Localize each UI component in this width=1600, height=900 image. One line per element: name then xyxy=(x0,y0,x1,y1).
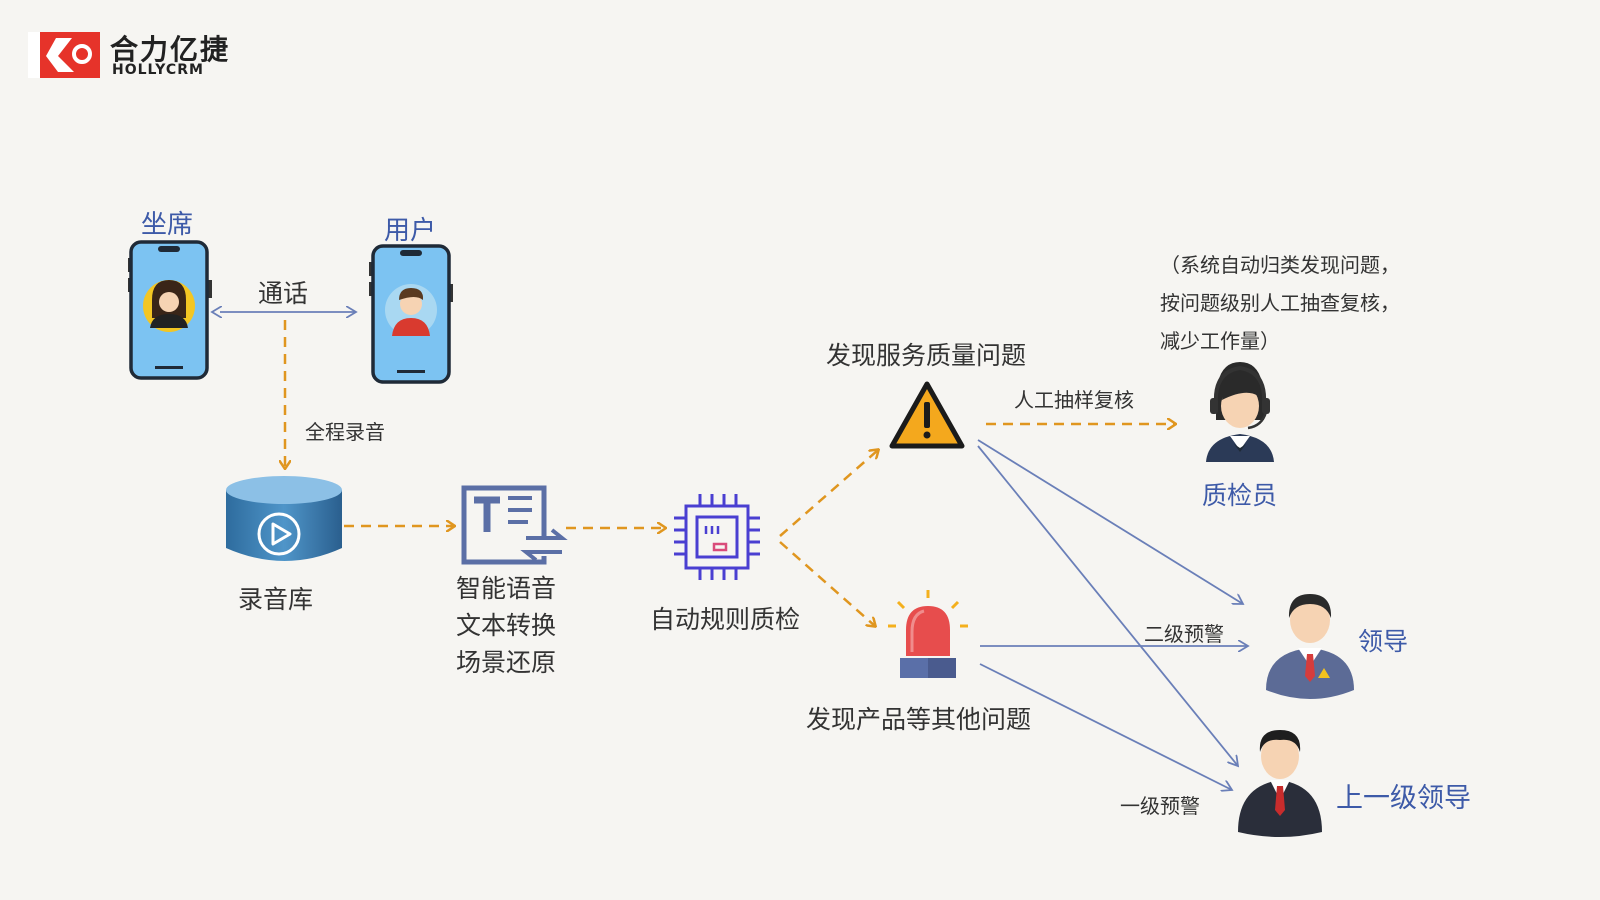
service-to-upper-leader-arrow xyxy=(977,445,1238,766)
speech-to-text-line-3: 场景还原 xyxy=(456,648,557,677)
note-line-3: 减少工作量） xyxy=(1160,329,1280,353)
note-text: （系统自动归类发现问题， 按问题级别人工抽查复核， 减少工作量） xyxy=(1160,246,1400,360)
note-line-2: 按问题级别人工抽查复核， xyxy=(1160,291,1400,315)
note-line-1: （系统自动归类发现问题， xyxy=(1160,253,1400,277)
full-recording-label: 全程录音 xyxy=(305,420,385,444)
speech-to-text-line-2: 文本转换 xyxy=(456,611,557,640)
service-to-leader-arrow xyxy=(977,439,1243,604)
call-label: 通话 xyxy=(258,279,309,308)
recording-library-label: 录音库 xyxy=(238,585,314,614)
leader-label: 领导 xyxy=(1358,627,1409,656)
speech-to-text-line-1: 智能语音 xyxy=(456,574,557,603)
logo: 合力亿捷 HOLLYCRM xyxy=(28,32,238,78)
inspector-label: 质检员 xyxy=(1202,481,1278,510)
user-label: 用户 xyxy=(384,216,437,246)
service-issue-label: 发现服务质量问题 xyxy=(826,341,1027,370)
product-issue-label: 发现产品等其他问题 xyxy=(806,705,1032,734)
level2-warning-label: 二级预警 xyxy=(1144,622,1224,646)
logo-mark-icon xyxy=(28,32,100,78)
agent-label: 坐席 xyxy=(141,210,194,240)
qc-to-service-arrow xyxy=(779,450,878,537)
product-to-upper-leader-arrow xyxy=(979,663,1232,790)
level1-warning-label: 一级预警 xyxy=(1120,794,1200,818)
qc-to-product-arrow xyxy=(779,541,875,626)
logo-name-en: HOLLYCRM xyxy=(112,62,204,78)
logo-name-cn: 合力亿捷 xyxy=(110,33,231,66)
manual-sampling-label: 人工抽样复核 xyxy=(1014,388,1134,412)
auto-qc-label: 自动规则质检 xyxy=(650,605,801,634)
upper-leader-label: 上一级领导 xyxy=(1336,783,1471,814)
speech-to-text-label: 智能语音 文本转换 场景还原 xyxy=(456,570,556,681)
